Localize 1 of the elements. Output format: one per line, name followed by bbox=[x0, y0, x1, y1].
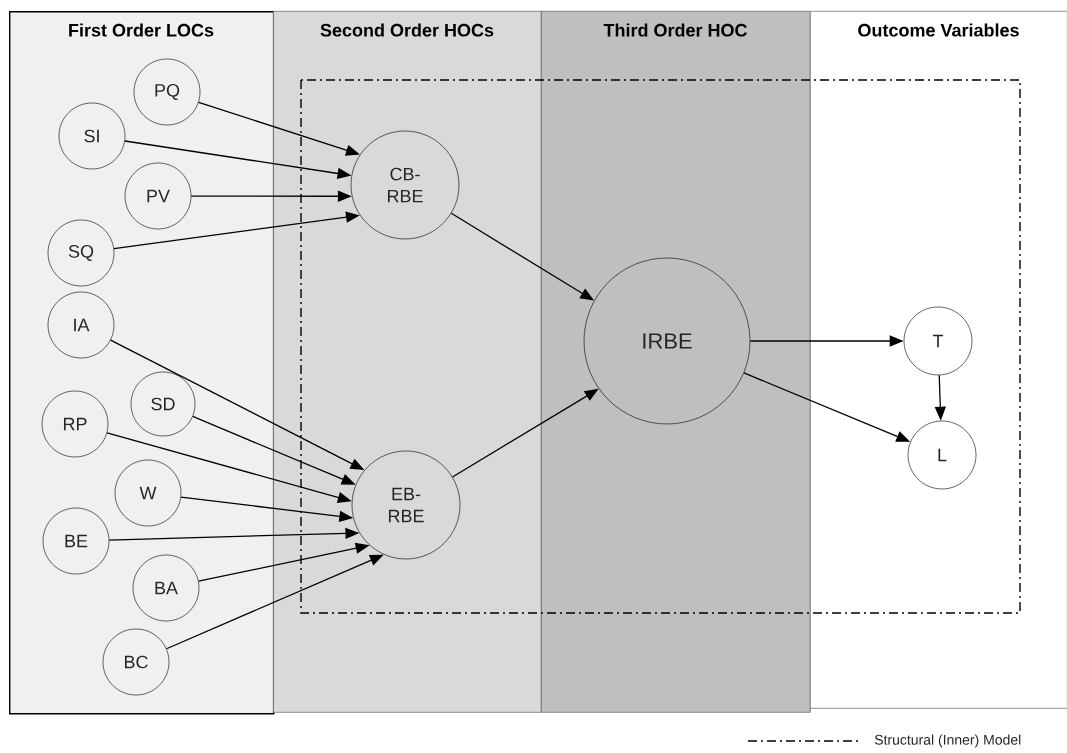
legend-item: Structural (Inner) Model bbox=[747, 734, 1021, 748]
